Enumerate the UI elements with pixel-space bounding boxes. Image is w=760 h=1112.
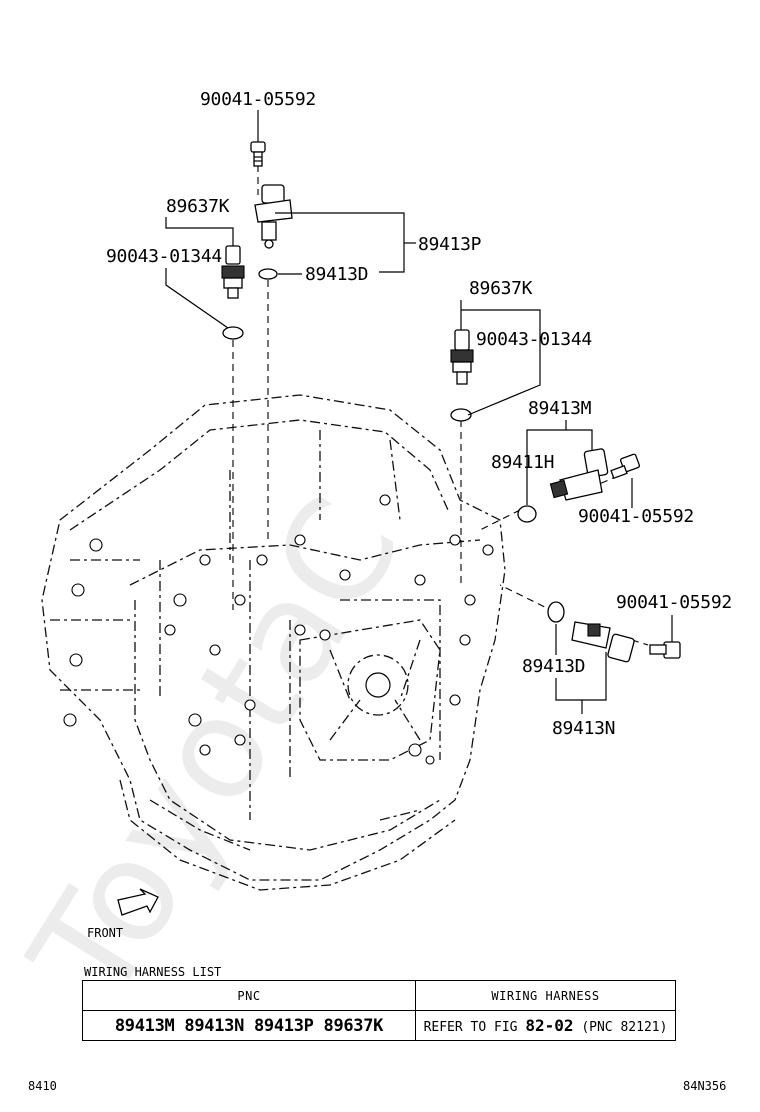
bolt-lower-part <box>649 641 681 659</box>
bolt-mid-part <box>610 453 640 479</box>
bolt-top-part <box>250 141 266 167</box>
callout-oring-left: 90043-01344 <box>106 246 222 267</box>
callout-speed-sensor-p: 89413P <box>418 234 482 255</box>
refer-prefix: REFER TO FIG <box>423 1020 518 1035</box>
sensor-right-part <box>450 329 474 385</box>
oring-h-part <box>517 505 537 523</box>
callout-speed-sensor-m: 89413M <box>528 398 592 419</box>
pnc-header: PNC <box>82 980 416 1011</box>
callout-sensor-left: 89637K <box>166 196 230 217</box>
sensor-left-part <box>221 245 245 299</box>
oring-right-part <box>450 408 472 422</box>
oring-left-part <box>222 326 244 340</box>
refer-fig-link[interactable]: 82-02 <box>525 1016 574 1035</box>
callout-sensor-right: 89637K <box>469 278 533 299</box>
leader-lines <box>165 110 673 714</box>
table-header-row: PNC WIRING HARNESS <box>82 980 676 1011</box>
watermark: ToyotaC <box>0 472 433 1029</box>
callout-oring-d-lower: 89413D <box>522 656 585 677</box>
speed-sensor-n-part <box>571 621 635 663</box>
refer-pnc: (PNC 82121) <box>581 1020 668 1035</box>
pnc-values-cell: 89413M 89413N 89413P 89637K <box>82 1010 416 1041</box>
speed-sensor-m-part <box>549 448 609 501</box>
callout-oring-right: 90043-01344 <box>476 329 592 350</box>
footer-right: 84N356 <box>683 1079 726 1093</box>
callout-bolt-lower: 90041-05592 <box>616 592 732 613</box>
callout-bolt-top: 90041-05592 <box>200 89 316 110</box>
callout-bolt-mid: 90041-05592 <box>578 506 694 527</box>
wiring-harness-table: PNC WIRING HARNESS 89413M 89413N 89413P … <box>82 980 676 1041</box>
oring-d-top-part <box>258 268 278 280</box>
footer-left: 8410 <box>28 1079 57 1093</box>
callout-oring-h: 89411H <box>491 452 554 473</box>
callout-oring-d-top: 89413D <box>305 264 368 285</box>
oring-d-lower-part <box>547 601 565 623</box>
front-label: FRONT <box>87 926 123 940</box>
transaxle-body <box>41 394 506 891</box>
harness-list-title: WIRING HARNESS LIST <box>84 965 221 979</box>
front-arrow-icon <box>117 888 159 916</box>
callout-speed-sensor-n: 89413N <box>552 718 615 739</box>
refer-cell: REFER TO FIG 82-02 (PNC 82121) <box>415 1010 676 1041</box>
speed-sensor-p-part <box>254 184 293 249</box>
table-row: 89413M 89413N 89413P 89637K REFER TO FIG… <box>82 1010 676 1041</box>
wiring-harness-header: WIRING HARNESS <box>415 980 676 1011</box>
